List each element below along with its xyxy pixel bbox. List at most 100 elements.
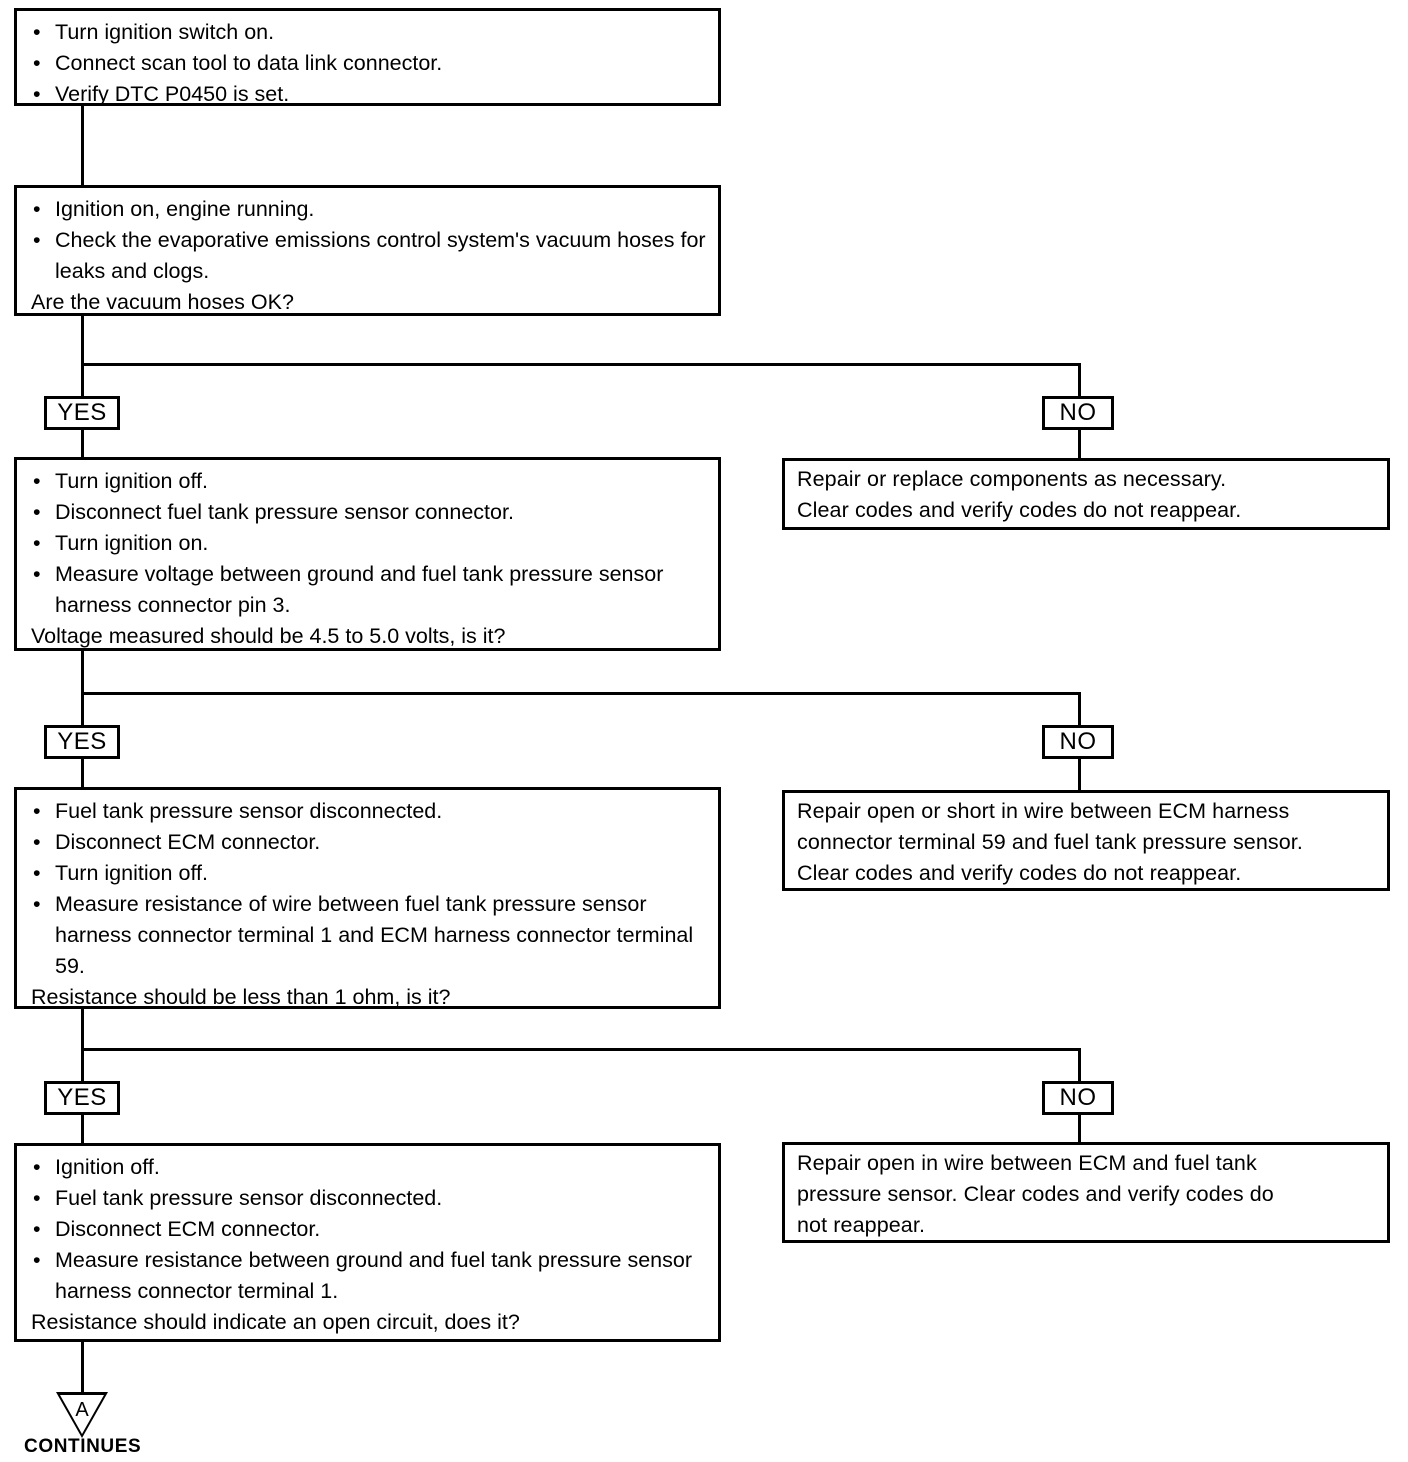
- result-line: Clear codes and verify codes do not reap…: [797, 498, 1242, 522]
- bullet-text: Fuel tank pressure sensor disconnected.: [55, 799, 443, 823]
- result-line: Repair open in wire between ECM and fuel…: [797, 1151, 1257, 1175]
- bullet-item: • Ignition on, engine running.: [29, 194, 708, 225]
- connector-line-step1-step2: [81, 106, 84, 186]
- branch-tag-no-3: NO: [1042, 1081, 1114, 1115]
- bullet-text: Disconnect ECM connector.: [55, 1217, 321, 1241]
- bullet-item: • Fuel tank pressure sensor disconnected…: [29, 1183, 708, 1214]
- bullet-text: Fuel tank pressure sensor disconnected.: [55, 1186, 443, 1210]
- bullet-text: Disconnect fuel tank pressure sensor con…: [55, 500, 514, 524]
- bullet-text: Measure resistance of wire between fuel …: [55, 892, 694, 978]
- bullet-dot-icon: •: [33, 51, 41, 75]
- branch-tag-label: YES: [57, 399, 107, 426]
- bullet-dot-icon: •: [33, 1186, 41, 1210]
- page-connector-triangle-fill: [60, 1395, 104, 1434]
- branch3-stem: [81, 1009, 84, 1084]
- branch3-no-tail: [1078, 1115, 1081, 1143]
- branch2-no-drop: [1078, 692, 1081, 727]
- connector-line-to-page-ref: [81, 1342, 84, 1394]
- bullet-item: • Verify DTC P0450 is set.: [29, 79, 708, 110]
- branch-tag-label: NO: [1059, 1084, 1097, 1111]
- bullet-item: • Measure voltage between ground and fue…: [29, 559, 708, 621]
- bullet-item: • Ignition off.: [29, 1152, 708, 1183]
- bullet-text: Turn ignition off.: [55, 469, 208, 493]
- bullet-text: Ignition off.: [55, 1155, 160, 1179]
- step-question: Are the vacuum hoses OK?: [31, 290, 294, 314]
- branch2-stem: [81, 651, 84, 727]
- step-question: Resistance should be less than 1 ohm, is…: [31, 985, 451, 1009]
- branch1-crossbar: [81, 363, 1081, 366]
- branch-tag-label: NO: [1059, 399, 1097, 426]
- result-box-3: Repair open in wire between ECM and fuel…: [782, 1142, 1390, 1243]
- continues-label: CONTINUES: [24, 1436, 142, 1457]
- step-box-4: • Fuel tank pressure sensor disconnected…: [14, 787, 721, 1009]
- bullet-dot-icon: •: [33, 830, 41, 854]
- bullet-dot-icon: •: [33, 799, 41, 823]
- bullet-text: Turn ignition switch on.: [55, 20, 275, 44]
- bullet-item: • Connect scan tool to data link connect…: [29, 48, 708, 79]
- bullet-item: • Measure resistance between ground and …: [29, 1245, 708, 1307]
- branch-tag-label: YES: [57, 1084, 107, 1111]
- page-connector-label: A: [75, 1399, 89, 1421]
- step-box-5: • Ignition off. • Fuel tank pressure sen…: [14, 1143, 721, 1342]
- branch-tag-yes-2: YES: [44, 725, 120, 759]
- bullet-dot-icon: •: [33, 1217, 41, 1241]
- branch3-yes-tail: [81, 1115, 84, 1145]
- bullet-item: • Turn ignition off.: [29, 466, 708, 497]
- bullet-item: • Check the evaporative emissions contro…: [29, 225, 708, 287]
- branch-tag-yes-3: YES: [44, 1081, 120, 1115]
- bullet-item: • Disconnect fuel tank pressure sensor c…: [29, 497, 708, 528]
- bullet-dot-icon: •: [33, 228, 41, 252]
- bullet-item: • Turn ignition on.: [29, 528, 708, 559]
- bullet-text: Turn ignition off.: [55, 861, 208, 885]
- result-box-2: Repair open or short in wire between ECM…: [782, 790, 1390, 891]
- branch1-no-drop: [1078, 363, 1081, 398]
- step-box-1: • Turn ignition switch on. • Connect sca…: [14, 8, 721, 106]
- branch-tag-no-2: NO: [1042, 725, 1114, 759]
- branch-tag-label: NO: [1059, 728, 1097, 755]
- bullet-text: Connect scan tool to data link connector…: [55, 51, 443, 75]
- branch2-yes-tail: [81, 759, 84, 789]
- branch-tag-yes-1: YES: [44, 396, 120, 430]
- result-line: connector terminal 59 and fuel tank pres…: [797, 830, 1303, 854]
- bullet-item: • Measure resistance of wire between fue…: [29, 889, 708, 982]
- bullet-text: Verify DTC P0450 is set.: [55, 82, 290, 106]
- branch1-yes-tail: [81, 430, 84, 460]
- branch-tag-label: YES: [57, 728, 107, 755]
- bullet-dot-icon: •: [33, 1248, 41, 1272]
- bullet-item: • Disconnect ECM connector.: [29, 1214, 708, 1245]
- result-line: pressure sensor. Clear codes and verify …: [797, 1182, 1274, 1206]
- result-box-1: Repair or replace components as necessar…: [782, 458, 1390, 530]
- bullet-dot-icon: •: [33, 469, 41, 493]
- bullet-dot-icon: •: [33, 562, 41, 586]
- step-box-3: • Turn ignition off. • Disconnect fuel t…: [14, 457, 721, 651]
- bullet-text: Measure voltage between ground and fuel …: [55, 562, 664, 617]
- bullet-dot-icon: •: [33, 197, 41, 221]
- result-line: Repair or replace components as necessar…: [797, 467, 1227, 491]
- result-line: not reappear.: [797, 1213, 926, 1237]
- branch3-crossbar: [81, 1048, 1081, 1051]
- branch1-no-tail: [1078, 430, 1081, 460]
- branch1-stem: [81, 316, 84, 398]
- step-question: Resistance should indicate an open circu…: [31, 1310, 520, 1334]
- bullet-dot-icon: •: [33, 861, 41, 885]
- bullet-dot-icon: •: [33, 892, 41, 916]
- bullet-text: Measure resistance between ground and fu…: [55, 1248, 693, 1303]
- bullet-item: • Turn ignition off.: [29, 858, 708, 889]
- bullet-item: • Fuel tank pressure sensor disconnected…: [29, 796, 708, 827]
- bullet-text: Check the evaporative emissions control …: [55, 228, 706, 283]
- bullet-text: Ignition on, engine running.: [55, 197, 315, 221]
- step-box-2: • Ignition on, engine running. • Check t…: [14, 185, 721, 316]
- branch2-no-tail: [1078, 759, 1081, 791]
- bullet-dot-icon: •: [33, 500, 41, 524]
- bullet-text: Turn ignition on.: [55, 531, 209, 555]
- bullet-text: Disconnect ECM connector.: [55, 830, 321, 854]
- bullet-dot-icon: •: [33, 531, 41, 555]
- branch-tag-no-1: NO: [1042, 396, 1114, 430]
- branch3-no-drop: [1078, 1048, 1081, 1083]
- bullet-dot-icon: •: [33, 82, 41, 106]
- result-line: Repair open or short in wire between ECM…: [797, 799, 1290, 823]
- result-line: Clear codes and verify codes do not reap…: [797, 861, 1242, 885]
- bullet-dot-icon: •: [33, 1155, 41, 1179]
- branch2-crossbar: [81, 692, 1081, 695]
